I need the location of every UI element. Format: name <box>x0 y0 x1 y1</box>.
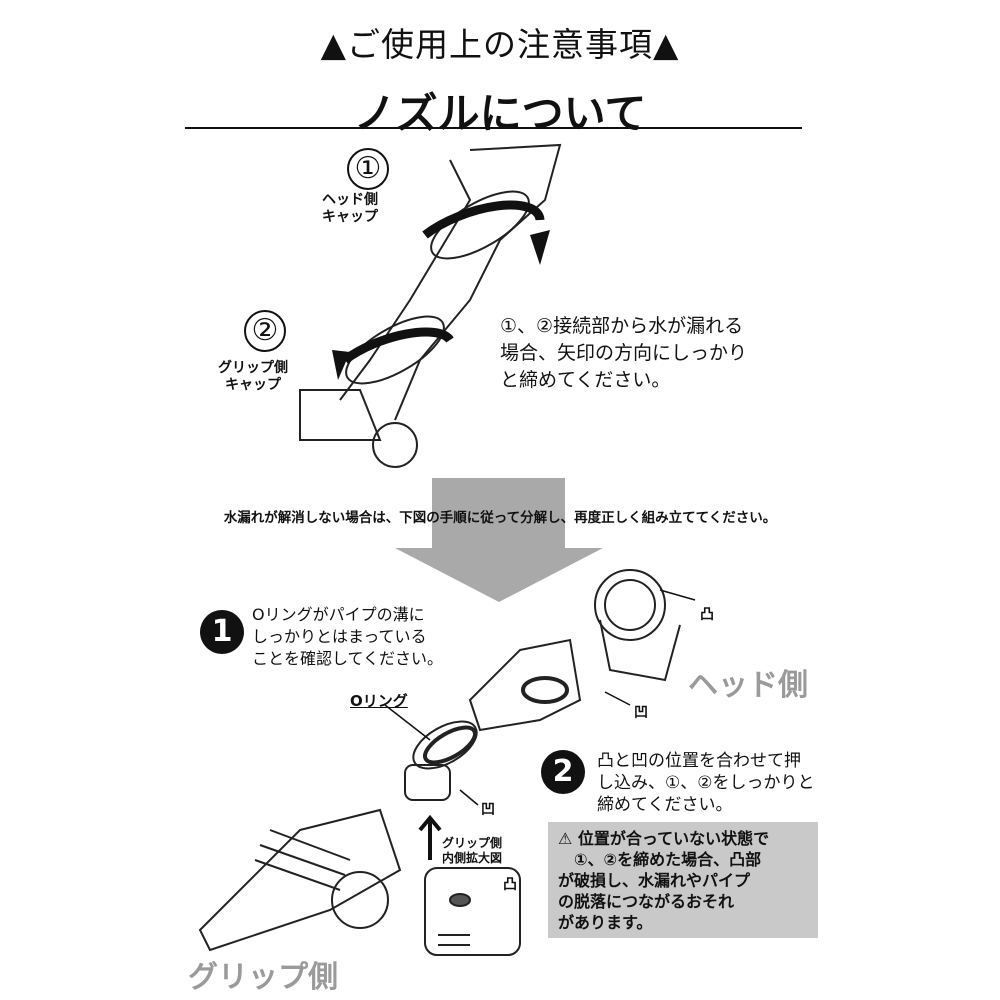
text-line: Oリングがパイプの溝に <box>252 605 425 624</box>
text-line: ①、②を締めた場合、凸部 <box>558 850 762 869</box>
arrow-head-icon <box>530 230 550 265</box>
head-cap-label: ヘッド側 キャップ <box>322 192 378 226</box>
head-side-label: ヘッド側 <box>688 668 808 703</box>
text-line: グリップ側 <box>442 836 503 850</box>
convex-mark: 凸 <box>700 607 714 623</box>
marker-2: ② <box>244 310 286 352</box>
text-line: 締めてください。 <box>597 795 733 815</box>
label-line: グリップ側 <box>218 360 288 376</box>
text-line: しっかりとはまっている <box>252 627 427 646</box>
text-line: 凸と凹の位置を合わせて押 <box>597 751 801 771</box>
marker-1: ① <box>347 148 389 190</box>
text-line: 場合、矢印の方向にしっかり <box>500 342 748 364</box>
step-2-text: 凸と凹の位置を合わせて押 し込み、①、②をしっかりと 締めてください。 <box>597 750 814 816</box>
step-1-text: Oリングがパイプの溝に しっかりとはまっている ことを確認してください。 <box>252 604 443 670</box>
text-line: の脱落につながるおそれ <box>558 892 735 911</box>
label-line: ヘッド側 <box>322 192 378 208</box>
text-line: し込み、①、②をしっかりと <box>597 773 815 793</box>
warning-box: ⚠ 位置が合っていない状態で ①、②を締めた場合、凸部 が破損し、水漏れやパイプ… <box>548 822 818 938</box>
concave-mark: 凹 <box>481 802 495 818</box>
text-line: があります。 <box>558 913 653 932</box>
inset-label: グリップ側 内側拡大図 <box>442 836 502 866</box>
text-line: ことを確認してください。 <box>252 649 444 668</box>
tighten-instruction: ①、②接続部から水が漏れる 場合、矢印の方向にしっかり と締めてください。 <box>500 313 747 394</box>
title-divider <box>185 127 802 129</box>
transition-text: 水漏れが解消しない場合は、下図の手順に従って分解し、再度正しく組み立ててください… <box>223 510 777 526</box>
label-line: キャップ <box>225 377 281 393</box>
concave-mark: 凹 <box>634 705 648 721</box>
text-line: 内側拡大図 <box>442 851 503 865</box>
down-arrow-icon <box>395 478 603 602</box>
convex-mark: 凸 <box>503 877 517 893</box>
text-line: と締めてください。 <box>500 369 671 391</box>
step-1-badge: 1 <box>200 610 244 654</box>
label-line: キャップ <box>322 209 378 225</box>
o-ring-label: Oリング <box>350 692 408 710</box>
text-line: ①、②接続部から水が漏れる <box>500 315 744 337</box>
text-line: ⚠ 位置が合っていない状態で <box>558 829 770 848</box>
section-title: ノズルについて <box>353 89 647 138</box>
step-2-badge: 2 <box>541 750 585 794</box>
text-line: が破損し、水漏れやパイプ <box>558 871 751 890</box>
rotation-arrow-1 <box>422 200 545 239</box>
grip-cap-label: グリップ側 キャップ <box>218 360 288 394</box>
grip-side-label: グリップ側 <box>188 960 338 995</box>
page-title: ▲ご使用上の注意事項▲ <box>320 25 680 64</box>
